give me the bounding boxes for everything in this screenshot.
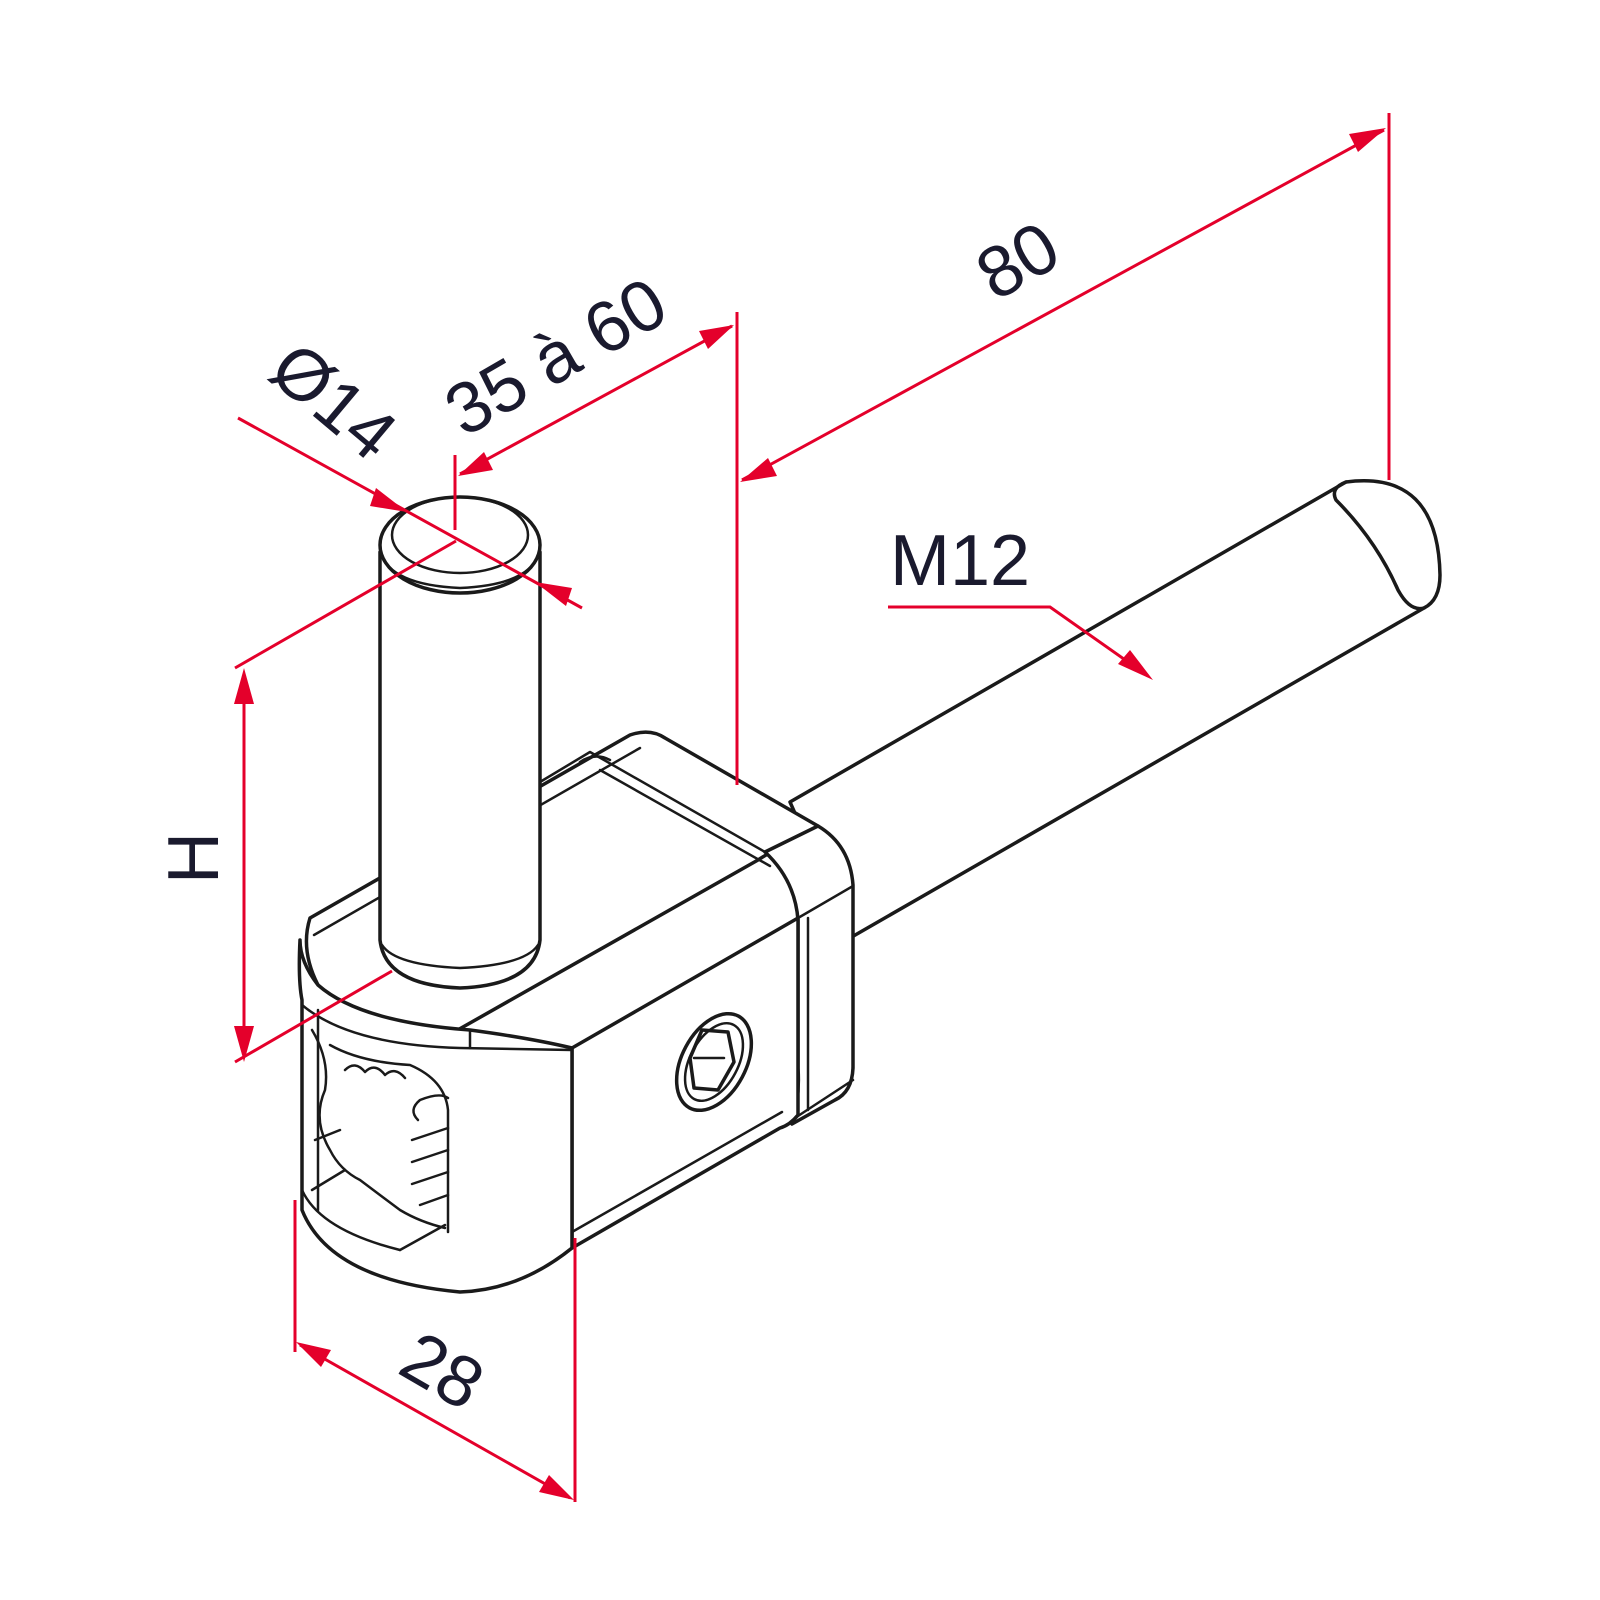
threaded-rod <box>788 479 1442 940</box>
hex-socket-screw <box>674 1011 754 1113</box>
dimension-height: H <box>154 539 457 1064</box>
dimension-thread: M12 <box>888 521 1153 680</box>
adjust-range-label: 35 à 60 <box>432 263 680 452</box>
dimension-length: 80 <box>740 113 1391 482</box>
length-label: 80 <box>963 207 1072 316</box>
pin <box>378 495 542 990</box>
height-label: H <box>154 832 234 884</box>
section-cutaway <box>310 1028 450 1252</box>
width-label: 28 <box>387 1317 496 1426</box>
diameter-label: Ø14 <box>256 327 412 476</box>
thread-label: M12 <box>890 521 1030 601</box>
